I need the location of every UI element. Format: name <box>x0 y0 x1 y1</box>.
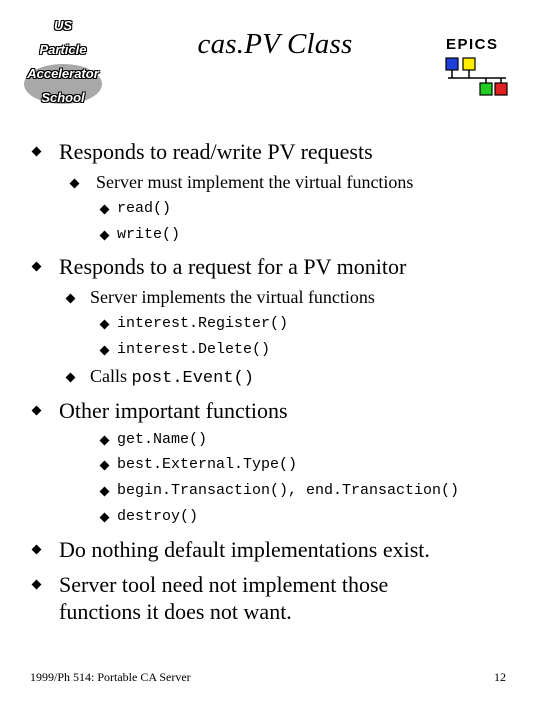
bullet-4-text: Do nothing default implementations exist… <box>59 537 430 562</box>
bullet-icon <box>32 545 42 555</box>
bullet-5-line-1: Server tool need not implement those <box>59 572 389 597</box>
bullet-5-line-2: functions it does not want. <box>59 599 292 624</box>
bullet-icon <box>100 231 110 241</box>
bullet-2-text: Responds to a request for a PV monitor <box>59 254 407 279</box>
us-particle-accelerator-school-logo: US Particle Accelerator School <box>22 12 104 108</box>
bullet-icon <box>66 294 76 304</box>
function-transaction: begin.Transaction(), end.Transaction() <box>117 482 460 499</box>
logo-line-3: Accelerator <box>27 66 99 81</box>
bullet-3-text: Other important functions <box>59 398 288 423</box>
bullet-icon <box>32 580 42 590</box>
bullet-icon <box>100 513 110 523</box>
function-destroy: destroy() <box>117 508 199 525</box>
epics-network-icon <box>445 57 508 96</box>
function-post-event: post.Event() <box>131 369 254 388</box>
bullet-icon <box>66 373 76 383</box>
bullet-1-text: Responds to read/write PV requests <box>59 139 373 164</box>
bullet-icon <box>100 320 110 330</box>
bullet-icon <box>100 205 110 215</box>
page-number: 12 <box>494 670 506 684</box>
bullet-icon <box>100 487 110 497</box>
logo-line-2: Particle <box>39 42 87 57</box>
bullet-2-sub-2: Calls post.Event() <box>90 366 254 388</box>
function-interest-register: interest.Register() <box>117 315 289 332</box>
function-interest-delete: interest.Delete() <box>117 341 271 358</box>
bullet-icon <box>100 436 110 446</box>
bullet-icon <box>70 179 80 189</box>
function-write: write() <box>117 226 181 243</box>
bullet-icon <box>100 346 110 356</box>
function-best-external-type: best.External.Type() <box>117 456 298 473</box>
bullet-icon <box>100 461 110 471</box>
function-read: read() <box>117 200 172 217</box>
footer-course-label: 1999/Ph 514: Portable CA Server <box>30 670 191 684</box>
logo-background <box>24 64 102 104</box>
bullet-2-sub-1-text: Server implements the virtual functions <box>90 287 375 307</box>
epics-label: EPICS <box>446 36 499 53</box>
calls-label: Calls <box>90 366 128 386</box>
bullet-icon <box>32 262 42 272</box>
page-title: cas.PV Class <box>197 28 353 60</box>
logo-line-1: US <box>53 18 73 33</box>
bullet-icon <box>32 406 42 416</box>
bullet-1-sub-text: Server must implement the virtual functi… <box>96 172 414 192</box>
function-get-name: get.Name() <box>117 431 208 448</box>
bullet-icon <box>32 147 42 157</box>
logo-line-4: School <box>41 90 85 105</box>
